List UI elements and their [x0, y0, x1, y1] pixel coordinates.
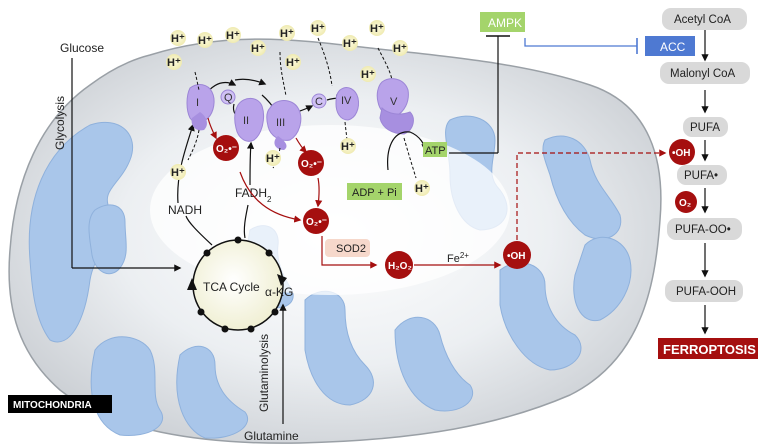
svg-text:H⁺: H⁺ [341, 141, 355, 153]
svg-text:H⁺: H⁺ [226, 30, 240, 42]
svg-text:O₂•⁻: O₂•⁻ [306, 217, 327, 228]
svg-text:FERROPTOSIS: FERROPTOSIS [663, 342, 756, 357]
svg-text:H⁺: H⁺ [167, 57, 181, 69]
svg-text:•OH: •OH [507, 251, 526, 262]
svg-text:H⁺: H⁺ [311, 23, 325, 35]
svg-text:I: I [196, 97, 199, 109]
ubiquinone-q: Q [220, 89, 236, 105]
svg-text:ATP: ATP [425, 145, 446, 157]
svg-text:PUFA: PUFA [690, 122, 720, 134]
svg-text:O₂: O₂ [679, 198, 691, 209]
svg-text:PUFA-OO•: PUFA-OO• [675, 224, 731, 236]
cytochrome-c: C [311, 93, 327, 109]
nadh-label: NADH [168, 203, 202, 217]
glucose-label: Glucose [60, 41, 104, 55]
svg-text:C: C [315, 96, 323, 108]
hydroxyl-radical: •OH [503, 241, 531, 269]
proton-ions: H⁺ H⁺ H⁺ H⁺ H⁺ H⁺ H⁺ H⁺ H⁺ H⁺ H⁺ H⁺ H⁺ H… [166, 20, 430, 196]
svg-text:H⁺: H⁺ [393, 43, 407, 55]
complex-i: I [186, 84, 215, 131]
hydroxyl-radical-2: •OH [669, 139, 695, 165]
svg-text:PUFA-OOH: PUFA-OOH [676, 286, 736, 298]
svg-text:H⁺: H⁺ [280, 28, 294, 40]
svg-text:O₂•⁻: O₂•⁻ [216, 144, 237, 155]
adp-pi-box: ADP + Pi [347, 183, 402, 200]
svg-text:Q: Q [224, 92, 233, 104]
svg-text:H⁺: H⁺ [415, 183, 429, 195]
malonyl-coa-box: Malonyl CoA [660, 62, 750, 84]
complex-iv: IV [335, 87, 359, 121]
complex-iii: III [266, 100, 302, 150]
atp-box: ATP [423, 142, 447, 157]
svg-text:•OH: •OH [672, 148, 691, 159]
svg-text:H⁺: H⁺ [198, 35, 212, 47]
svg-text:MITOCHONDRIA: MITOCHONDRIA [13, 400, 92, 411]
svg-text:H⁺: H⁺ [343, 38, 357, 50]
pufa-radical-box: PUFA• [677, 165, 727, 185]
pufa-ooh-box: PUFA-OOH [665, 280, 743, 302]
fe-label: Fe2+ [447, 251, 469, 266]
svg-text:H⁺: H⁺ [266, 153, 280, 165]
ferroptosis-box: FERROPTOSIS [658, 338, 758, 359]
acc-box: ACC [645, 36, 695, 56]
mitochondria-label: MITOCHONDRIA [8, 395, 112, 413]
tca-cycle-label: TCA Cycle [203, 280, 260, 294]
svg-text:H⁺: H⁺ [251, 43, 265, 55]
acetyl-coa-box: Acetyl CoA [662, 8, 747, 30]
svg-text:H⁺: H⁺ [171, 167, 185, 179]
sod2-box: SOD2 [325, 239, 370, 257]
glutaminolysis-label: Glutaminolysis [257, 334, 271, 412]
svg-text:H₂O₂: H₂O₂ [388, 261, 412, 272]
akg-label: α-KG [265, 285, 293, 299]
svg-text:H⁺: H⁺ [370, 23, 384, 35]
hydrogen-peroxide: H₂O₂ [385, 251, 413, 279]
superoxide-1: O₂•⁻ [213, 135, 239, 161]
svg-text:ACC: ACC [660, 40, 686, 54]
svg-text:ADP + Pi: ADP + Pi [352, 187, 397, 199]
complex-ii: II [234, 97, 265, 142]
svg-text:PUFA•: PUFA• [684, 170, 718, 182]
svg-text:H⁺: H⁺ [171, 33, 185, 45]
svg-text:IV: IV [341, 95, 352, 107]
ampk-box: AMPK [480, 12, 525, 32]
svg-text:Acetyl CoA: Acetyl CoA [674, 14, 731, 26]
pufa-box: PUFA [683, 117, 728, 137]
svg-text:AMPK: AMPK [488, 16, 522, 30]
svg-text:H⁺: H⁺ [361, 69, 375, 81]
svg-text:III: III [276, 117, 285, 129]
complex-v-atp-synthase: V [376, 78, 414, 135]
svg-text:H⁺: H⁺ [286, 57, 300, 69]
pufa-oo-box: PUFA-OO• [667, 218, 742, 240]
superoxide-3: O₂•⁻ [303, 208, 329, 234]
glycolysis-label: Glycolysis [53, 96, 67, 150]
svg-text:V: V [390, 96, 398, 108]
proton-paths [187, 37, 417, 179]
glutamine-label: Glutamine [244, 429, 299, 443]
tca-cycle: TCA Cycle α-KG [187, 236, 293, 333]
svg-text:II: II [243, 115, 249, 127]
svg-text:O₂•⁻: O₂•⁻ [301, 159, 322, 170]
superoxide-2: O₂•⁻ [298, 150, 324, 176]
svg-text:Malonyl CoA: Malonyl CoA [670, 68, 736, 80]
svg-text:SOD2: SOD2 [336, 243, 366, 255]
oxygen-o2: O₂ [675, 191, 697, 213]
